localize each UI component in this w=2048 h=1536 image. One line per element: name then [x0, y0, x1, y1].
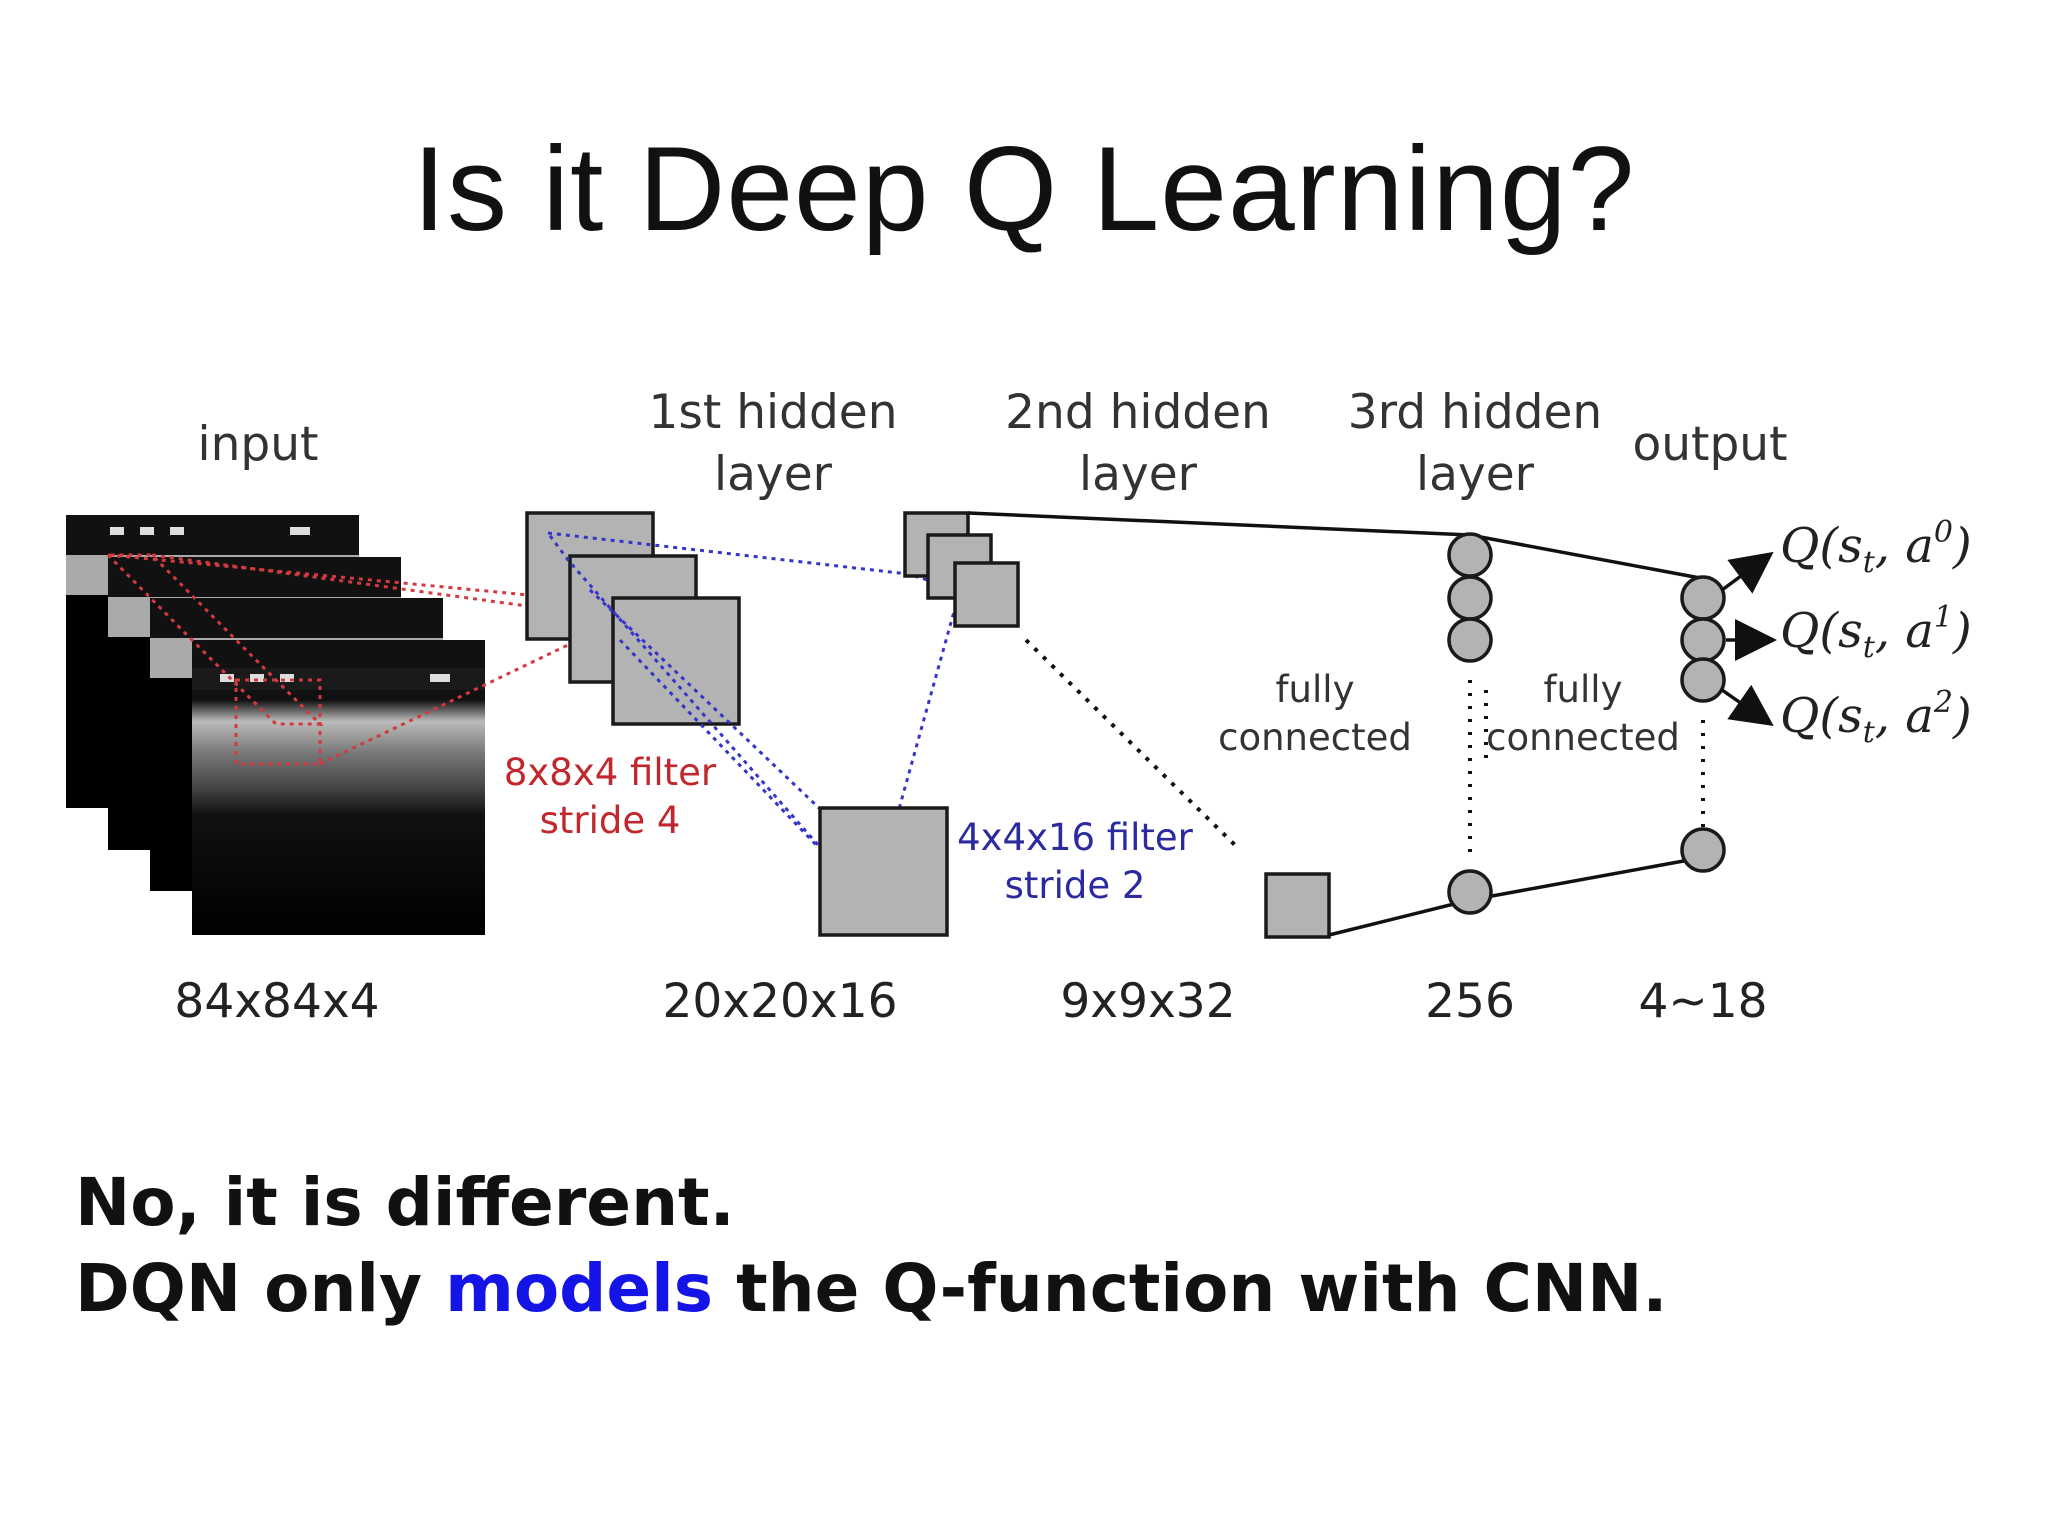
- body-highlight-models: models: [445, 1250, 713, 1327]
- label-hidden1-line1: 1st hidden: [649, 385, 898, 440]
- neuron: [1449, 534, 1491, 576]
- hidden3-neurons: [1449, 534, 1491, 913]
- feature-map: [820, 808, 947, 935]
- neuron: [1682, 659, 1724, 701]
- filter1-label-line1: 8x8x4 filter: [504, 751, 717, 794]
- q-output-1: Q(st, a1): [1780, 600, 1972, 665]
- body-line-2-pre: DQN only: [75, 1250, 445, 1327]
- score-glyph: [290, 527, 310, 535]
- input-frames: [66, 515, 485, 935]
- neuron: [1682, 829, 1724, 871]
- dim-input: 84x84x4: [174, 974, 379, 1029]
- label-input: input: [198, 417, 319, 472]
- dim-hidden2: 9x9x32: [1060, 974, 1235, 1029]
- body-line-1: No, it is different.: [75, 1160, 1667, 1246]
- output-arrows: [1722, 556, 1770, 722]
- score-glyph: [110, 527, 124, 535]
- hidden3-feature-map: [1266, 874, 1329, 937]
- score-glyph: [140, 527, 154, 535]
- fc2-label-line2: connected: [1486, 716, 1680, 759]
- filter2-label-line1: 4x4x16 filter: [957, 816, 1194, 859]
- hidden1-feature-maps: [527, 513, 739, 724]
- slide-body: No, it is different. DQN only models the…: [75, 1160, 1667, 1332]
- dim-hidden1: 20x20x16: [662, 974, 897, 1029]
- hidden2-feature-maps: [820, 513, 1018, 935]
- label-hidden2-line1: 2nd hidden: [1005, 385, 1271, 440]
- neuron: [1449, 871, 1491, 913]
- feature-map: [955, 563, 1018, 626]
- label-hidden3-line2: layer: [1416, 447, 1535, 502]
- neuron: [1449, 577, 1491, 619]
- q-output-0: Q(st, a0): [1780, 515, 1972, 580]
- dim-hidden3: 256: [1425, 974, 1515, 1029]
- neuron: [1682, 619, 1724, 661]
- neuron: [1682, 577, 1724, 619]
- feature-map: [613, 598, 739, 724]
- fc2-label-line1: fully: [1544, 668, 1623, 711]
- body-line-2-post: the Q-function with CNN.: [713, 1250, 1667, 1327]
- fc1-label-line1: fully: [1276, 668, 1355, 711]
- neuron: [1449, 619, 1491, 661]
- label-output: output: [1632, 417, 1787, 472]
- label-hidden3-line1: 3rd hidden: [1348, 385, 1602, 440]
- fc1-label-line2: connected: [1218, 716, 1412, 759]
- output-neurons: [1682, 577, 1724, 871]
- body-line-2: DQN only models the Q-function with CNN.: [75, 1246, 1667, 1332]
- q-output-2: Q(st, a2): [1780, 685, 1972, 750]
- score-glyph: [170, 527, 184, 535]
- filter2-label-line2: stride 2: [1005, 864, 1146, 907]
- filter1-label-line2: stride 4: [540, 799, 681, 842]
- label-hidden1-line2: layer: [714, 447, 833, 502]
- dim-output: 4~18: [1638, 974, 1767, 1029]
- label-hidden2-line2: layer: [1079, 447, 1198, 502]
